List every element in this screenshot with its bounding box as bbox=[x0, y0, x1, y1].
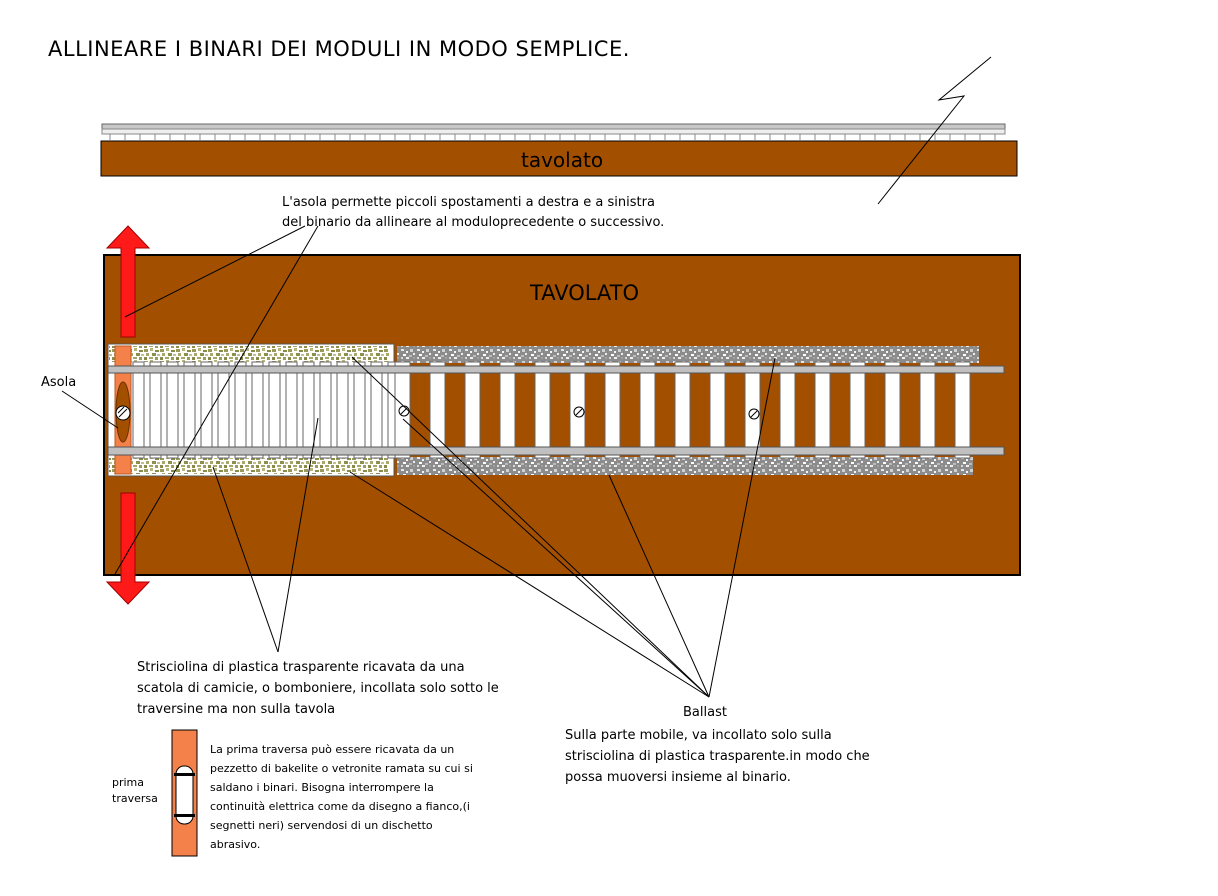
insulation-gap-top bbox=[174, 773, 195, 776]
big-board-label: TAVOLATO bbox=[530, 281, 640, 305]
sleeper bbox=[884, 361, 901, 459]
top-board bbox=[100, 123, 1018, 177]
sleeper bbox=[319, 361, 332, 459]
sleeper bbox=[429, 361, 446, 459]
sleeper bbox=[200, 361, 213, 459]
first-sleeper-annotation: La prima traversa può essere ricavata da… bbox=[210, 743, 473, 851]
insulation-gap-bottom bbox=[174, 814, 195, 817]
sleeper bbox=[639, 361, 656, 459]
top-board-sleepers bbox=[109, 134, 996, 140]
sleeper bbox=[779, 361, 796, 459]
ballast-mobile-bottom bbox=[109, 458, 389, 474]
sleeper bbox=[849, 361, 866, 459]
sleeper bbox=[183, 361, 196, 459]
first-sleeper-label: prima traversa bbox=[112, 776, 158, 805]
sleeper bbox=[534, 361, 551, 459]
top-board-label: tavolato bbox=[521, 148, 604, 172]
sleeper bbox=[251, 361, 264, 459]
slot-annotation: L'asola permette piccoli spostamenti a d… bbox=[282, 195, 665, 230]
ballast-mobile-top bbox=[109, 346, 389, 362]
slot-label: Asola bbox=[41, 375, 77, 390]
rail-top bbox=[107, 365, 1005, 374]
sleeper bbox=[132, 361, 145, 459]
sleeper bbox=[217, 361, 230, 459]
sleeper bbox=[370, 361, 383, 459]
sleeper bbox=[268, 361, 281, 459]
first-sleeper-detail bbox=[171, 729, 198, 857]
sleeper bbox=[302, 361, 315, 459]
sleeper bbox=[919, 361, 936, 459]
rail-bottom bbox=[107, 446, 1005, 456]
sleeper bbox=[604, 361, 621, 459]
sleeper bbox=[166, 361, 179, 459]
ballast-label: Ballast bbox=[683, 705, 727, 720]
ballast-fixed-top bbox=[397, 346, 979, 363]
sleeper bbox=[464, 361, 481, 459]
sleeper bbox=[674, 361, 691, 459]
ballast-fixed-bottom bbox=[397, 457, 973, 475]
sleeper bbox=[149, 361, 162, 459]
leader-lines bbox=[61, 225, 776, 698]
sleeper bbox=[709, 361, 726, 459]
arrow-up bbox=[105, 225, 151, 338]
sleeper bbox=[336, 361, 349, 459]
sleeper bbox=[499, 361, 516, 459]
break-symbol bbox=[877, 56, 992, 205]
sleeper bbox=[353, 361, 366, 459]
strip-annotation: Strisciolina di plastica trasparente ric… bbox=[137, 660, 499, 717]
diagram-title: ALLINEARE I BINARI DEI MODULI IN MODO SE… bbox=[48, 37, 630, 61]
sleeper bbox=[814, 361, 831, 459]
sleeper bbox=[285, 361, 298, 459]
screws bbox=[115, 405, 760, 421]
arrow-down bbox=[105, 492, 151, 605]
sleeper bbox=[954, 361, 971, 459]
sleeper bbox=[234, 361, 247, 459]
ballast-annotation: Sulla parte mobile, va incollato solo su… bbox=[565, 728, 870, 785]
